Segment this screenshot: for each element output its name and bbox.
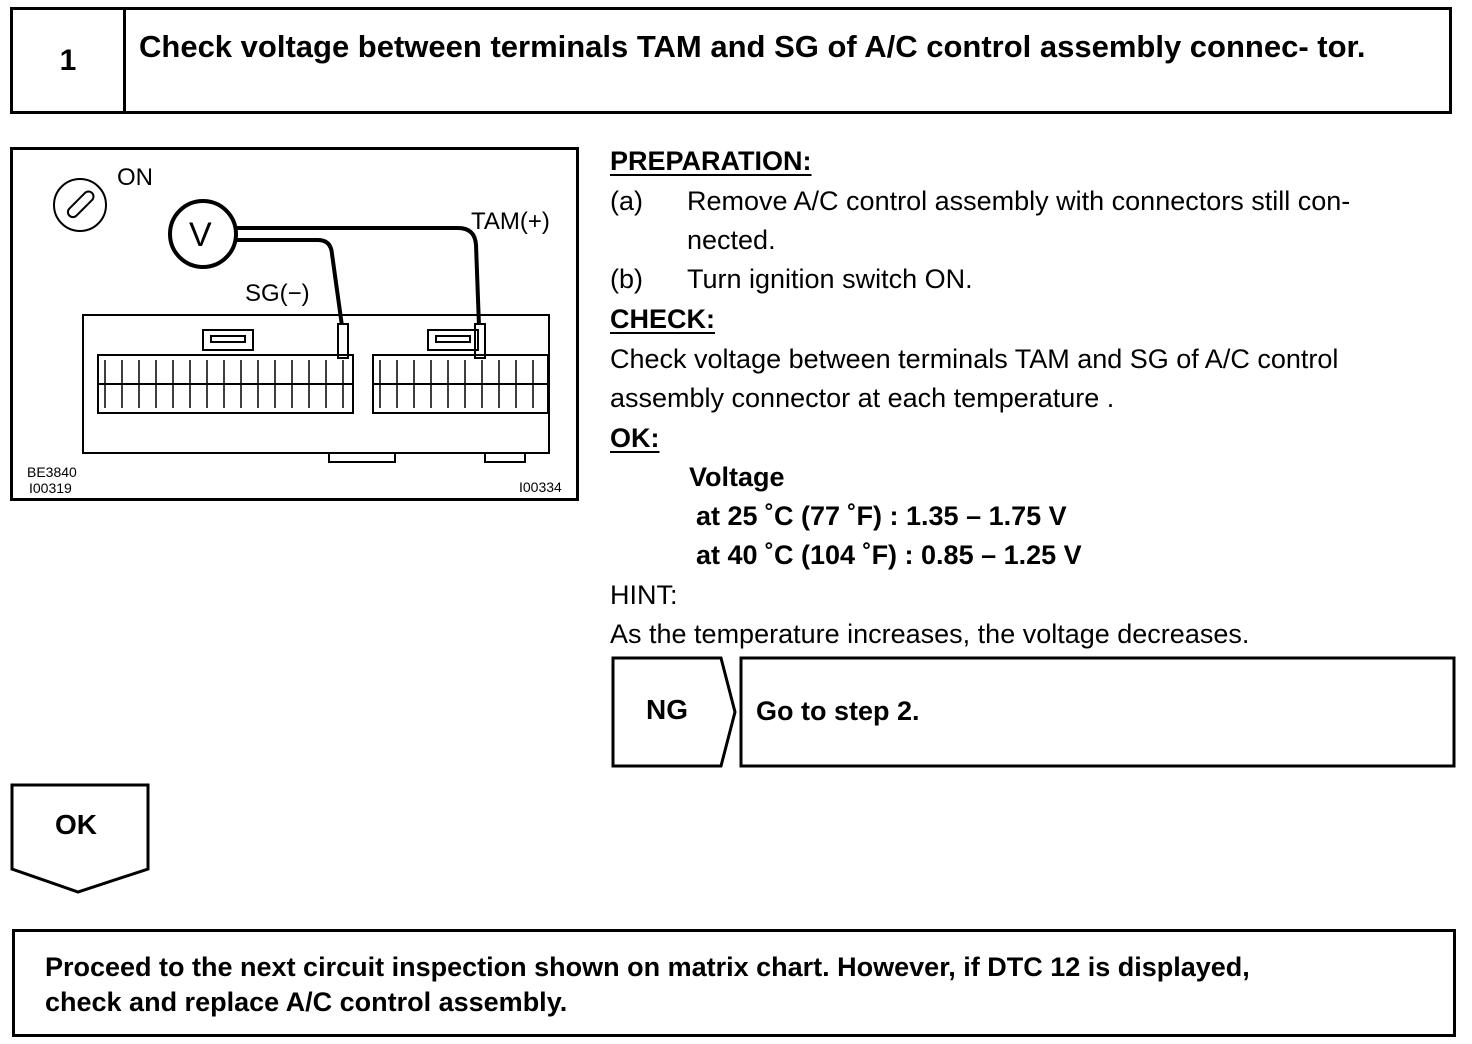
- wiring-figure: ON V TAM(+) SG(−) BE3840 I00319 I00334: [10, 147, 579, 501]
- ng-result-text: Go to step 2.: [756, 696, 920, 726]
- ok-arrow: OK: [10, 783, 152, 895]
- item-text: nected.: [687, 225, 776, 255]
- ng-label: NG: [646, 694, 688, 725]
- connector-diagram: [53, 178, 550, 463]
- ng-frame: [611, 656, 1456, 768]
- check-heading: CHECK:: [610, 304, 715, 334]
- ok-label: OK: [55, 809, 97, 840]
- sg-terminal-label: SG(−): [245, 280, 310, 307]
- ignition-key-icon: [53, 178, 107, 232]
- next-step-box: Proceed to the next circuit inspection s…: [12, 929, 1456, 1037]
- ok-arrow-shape: [10, 783, 150, 894]
- spec-row: at 25 ˚C (77 ˚F) : 1.35 – 1.75 V: [696, 501, 1067, 531]
- item-text: Turn ignition switch ON.: [687, 264, 973, 294]
- ng-result-box: NG Go to step 2.: [611, 656, 1456, 768]
- hint-text: As the temperature increases, the voltag…: [610, 619, 1250, 649]
- next-step-line: Proceed to the next circuit inspection s…: [45, 952, 1250, 982]
- figure-code: BE3840: [27, 464, 77, 480]
- voltmeter-label: V: [189, 216, 212, 254]
- next-step-line: check and replace A/C control assembly.: [45, 987, 568, 1017]
- item-text: Remove A/C control assembly with connect…: [687, 186, 1351, 216]
- item-label: (b): [610, 264, 643, 294]
- step-number: 1: [13, 10, 126, 111]
- figure-code: I00334: [519, 479, 562, 495]
- next-step-text: Proceed to the next circuit inspection s…: [45, 950, 1435, 1020]
- tam-lead: [235, 226, 481, 327]
- ok-heading: OK:: [610, 423, 660, 453]
- check-text: assembly connector at each temperature .: [610, 383, 1115, 413]
- spec-title: Voltage: [689, 462, 785, 492]
- switch-on-label: ON: [117, 164, 153, 191]
- sg-lead: [235, 238, 344, 327]
- step-title: Check voltage between terminals TAM and …: [139, 29, 1366, 64]
- sg-probe: [337, 323, 349, 359]
- preparation-heading: PREPARATION:: [610, 146, 812, 176]
- spec-row: at 40 ˚C (104 ˚F) : 0.85 – 1.25 V: [696, 540, 1082, 570]
- voltmeter-icon: [168, 199, 238, 269]
- tam-terminal-label: TAM(+): [471, 208, 550, 235]
- hint-heading: HINT:: [610, 580, 678, 610]
- tam-probe: [474, 323, 486, 359]
- step-header: 1 Check voltage between terminals TAM an…: [10, 7, 1452, 114]
- item-label: (a): [610, 186, 643, 216]
- connector-housing: [82, 314, 550, 463]
- check-text: Check voltage between terminals TAM and …: [610, 344, 1339, 374]
- figure-code: I00319: [29, 480, 72, 496]
